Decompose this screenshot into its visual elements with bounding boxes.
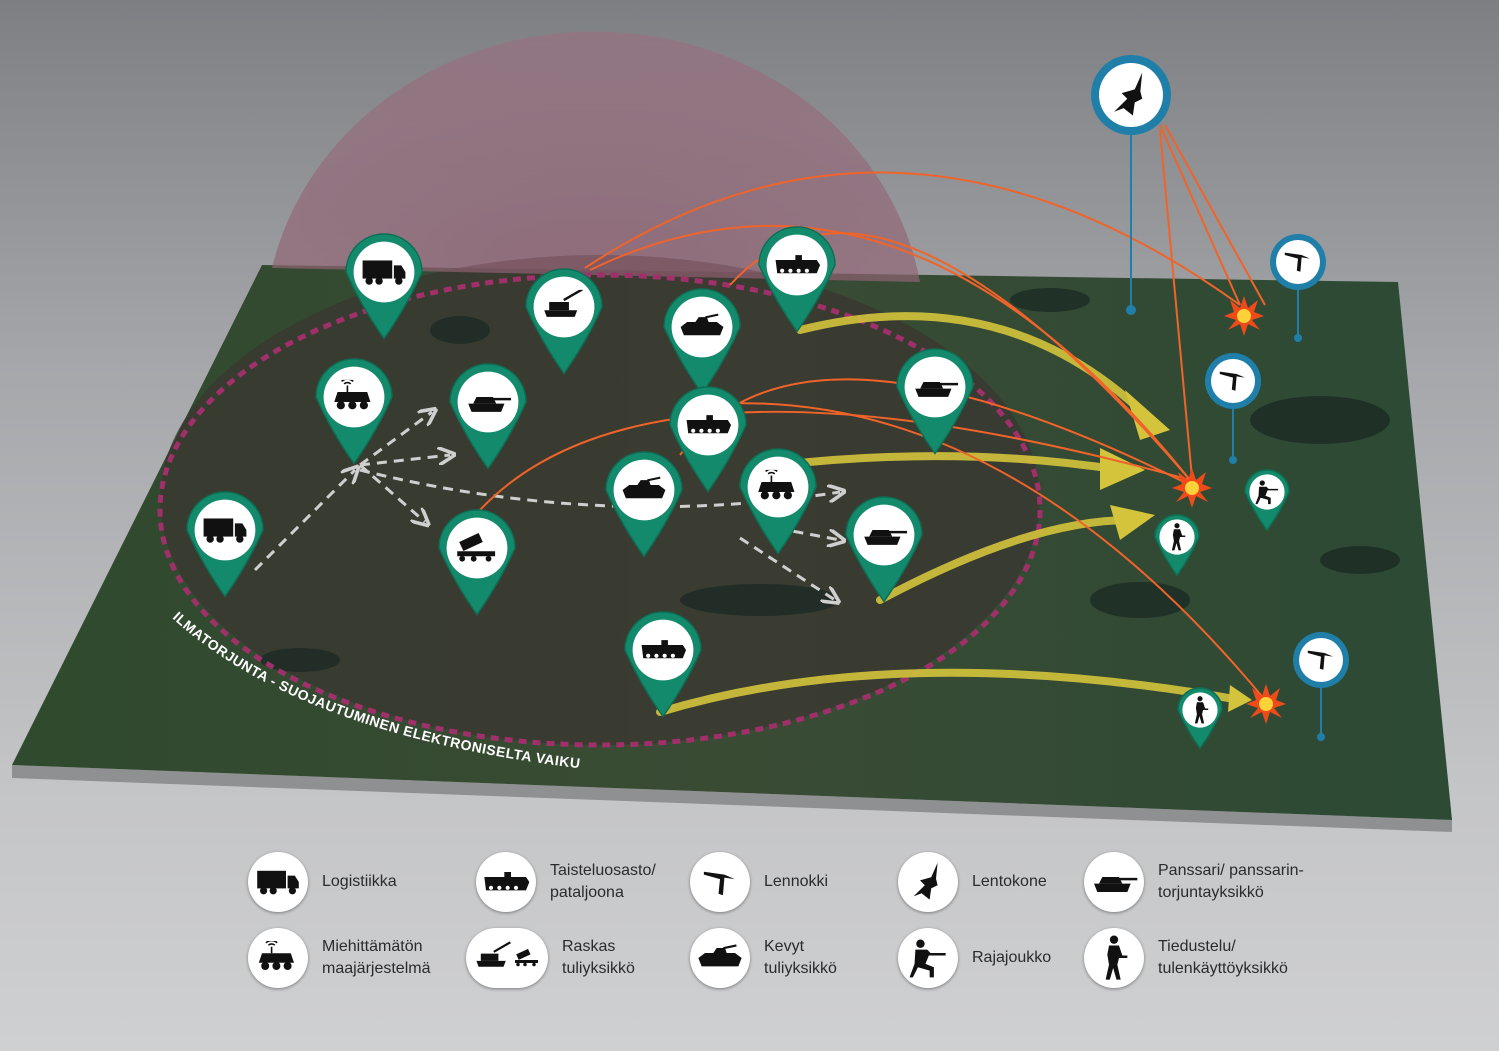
legend-label: Lentokone <box>972 873 1047 890</box>
air-defense-zone-boundary <box>157 272 1043 748</box>
artillery-icon <box>466 928 548 988</box>
ifv-unit-pin[interactable] <box>663 288 741 395</box>
legend-item-recon: Tiedustelu/ tulenkäyttöyksikkö <box>1084 928 1288 988</box>
ifv-icon <box>690 928 750 988</box>
soldier-icon <box>1084 928 1144 988</box>
truck-unit-pin[interactable] <box>345 233 423 340</box>
ugv-unit-pin[interactable] <box>739 448 817 555</box>
ugv-icon <box>248 928 308 988</box>
ifv-unit-pin[interactable] <box>605 451 683 558</box>
tank-unit-pin[interactable] <box>845 496 923 603</box>
soldier-kneel-unit-pin[interactable] <box>1244 469 1290 532</box>
truck-unit-pin[interactable] <box>186 491 264 598</box>
soldier-unit-pin[interactable] <box>1154 514 1200 577</box>
legend-item-drone: Lennokki <box>690 852 828 912</box>
drone-pin[interactable] <box>1205 353 1261 464</box>
legend-label: Raskas tuliyksikkö <box>562 938 635 977</box>
legend-label: Lennokki <box>764 873 829 890</box>
legend: Logistiikka Taisteluosasto/ pataljoona L… <box>248 852 1348 992</box>
drone-pin[interactable] <box>1270 234 1326 342</box>
drone-pin[interactable] <box>1293 632 1349 741</box>
legend-label: Panssari/ panssarin- torjuntayksikkö <box>1158 862 1304 901</box>
jet-icon <box>898 852 958 912</box>
pin-badge <box>446 517 508 579</box>
tank-unit-pin[interactable] <box>896 348 974 455</box>
apc-unit-pin[interactable] <box>669 386 747 493</box>
legend-label: Taisteluosasto/ pataljoona <box>550 862 656 901</box>
tank-unit-pin[interactable] <box>449 363 527 470</box>
soldier-unit-pin[interactable] <box>1177 687 1223 750</box>
legend-item-heavy-fires: Raskas tuliyksikkö <box>466 928 635 988</box>
truck-icon <box>248 852 308 912</box>
air-defense-dome <box>272 31 920 282</box>
artillery-unit-pin[interactable] <box>525 268 603 375</box>
apc-unit-pin[interactable] <box>758 226 836 333</box>
drone-icon <box>690 852 750 912</box>
soldier-kneel-icon <box>898 928 958 988</box>
legend-item-armor: Panssari/ panssarin- torjuntayksikkö <box>1084 852 1304 912</box>
apc-icon <box>476 852 536 912</box>
jet-pin[interactable] <box>1091 55 1171 315</box>
pin-badge <box>1249 474 1285 510</box>
legend-label: Miehittämätön maajärjestelmä <box>322 938 431 977</box>
legend-item-logistics: Logistiikka <box>248 852 397 912</box>
legend-label: Rajajoukko <box>972 949 1052 966</box>
legend-item-border-guard: Rajajoukko <box>898 928 1051 988</box>
legend-label: Kevyt tuliyksikkö <box>764 938 837 977</box>
apc-unit-pin[interactable] <box>624 611 702 718</box>
legend-item-ugv: Miehittämätön maajärjestelmä <box>248 928 430 988</box>
rocket-unit-pin[interactable] <box>438 509 516 616</box>
legend-label: Tiedustelu/ tulenkäyttöyksikkö <box>1158 938 1288 977</box>
tank-icon <box>1084 852 1144 912</box>
legend-label: Logistiikka <box>322 873 397 890</box>
legend-item-light-fires: Kevyt tuliyksikkö <box>690 928 837 988</box>
ugv-unit-pin[interactable] <box>315 358 393 465</box>
legend-item-aircraft: Lentokone <box>898 852 1047 912</box>
attack-arrowheads <box>1100 390 1252 712</box>
attack-arrows <box>656 312 1244 716</box>
legend-item-battlegroup: Taisteluosasto/ pataljoona <box>476 852 656 912</box>
